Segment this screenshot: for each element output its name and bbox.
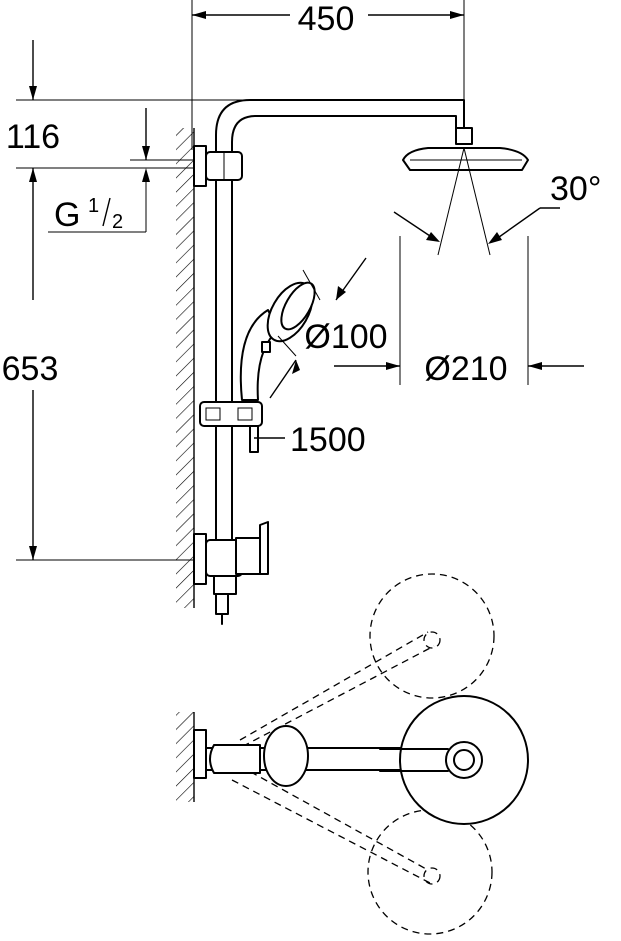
wall-front bbox=[176, 128, 195, 608]
wall-plan bbox=[176, 712, 195, 802]
connection-denominator: 2 bbox=[112, 211, 123, 233]
wall-bracket-top bbox=[193, 145, 243, 187]
shower-arm bbox=[215, 99, 465, 163]
dim-head-diameter bbox=[334, 362, 584, 370]
head-shower-plan bbox=[379, 695, 529, 825]
dim-hand-diameter bbox=[269, 257, 367, 399]
head-diameter-label: Ø210 bbox=[424, 350, 507, 388]
dim-height-label: 653 bbox=[2, 350, 59, 388]
dim-top-offset bbox=[29, 40, 37, 300]
hand-diameter-label: Ø100 bbox=[304, 318, 387, 356]
dim-connection bbox=[142, 108, 150, 182]
dim-top-offset-label: 116 bbox=[6, 118, 60, 156]
connection-fraction-slash bbox=[102, 197, 111, 227]
dim-height bbox=[29, 390, 37, 560]
hand-shower-plan bbox=[263, 725, 309, 787]
head-shower bbox=[402, 127, 529, 171]
connection-numerator: 1 bbox=[88, 195, 99, 217]
mixer-body bbox=[193, 521, 269, 625]
angle-indicator bbox=[393, 147, 560, 256]
slider-holder bbox=[199, 401, 263, 453]
angle-label: 30° bbox=[550, 170, 601, 208]
hose-length-label: 1500 bbox=[290, 421, 366, 459]
swing-positions bbox=[231, 573, 495, 935]
connection-prefix: G bbox=[54, 196, 80, 234]
dim-width bbox=[192, 11, 464, 19]
extension-lines bbox=[16, 0, 529, 561]
dim-width-label: 450 bbox=[298, 0, 355, 38]
shower-rail bbox=[215, 174, 233, 546]
